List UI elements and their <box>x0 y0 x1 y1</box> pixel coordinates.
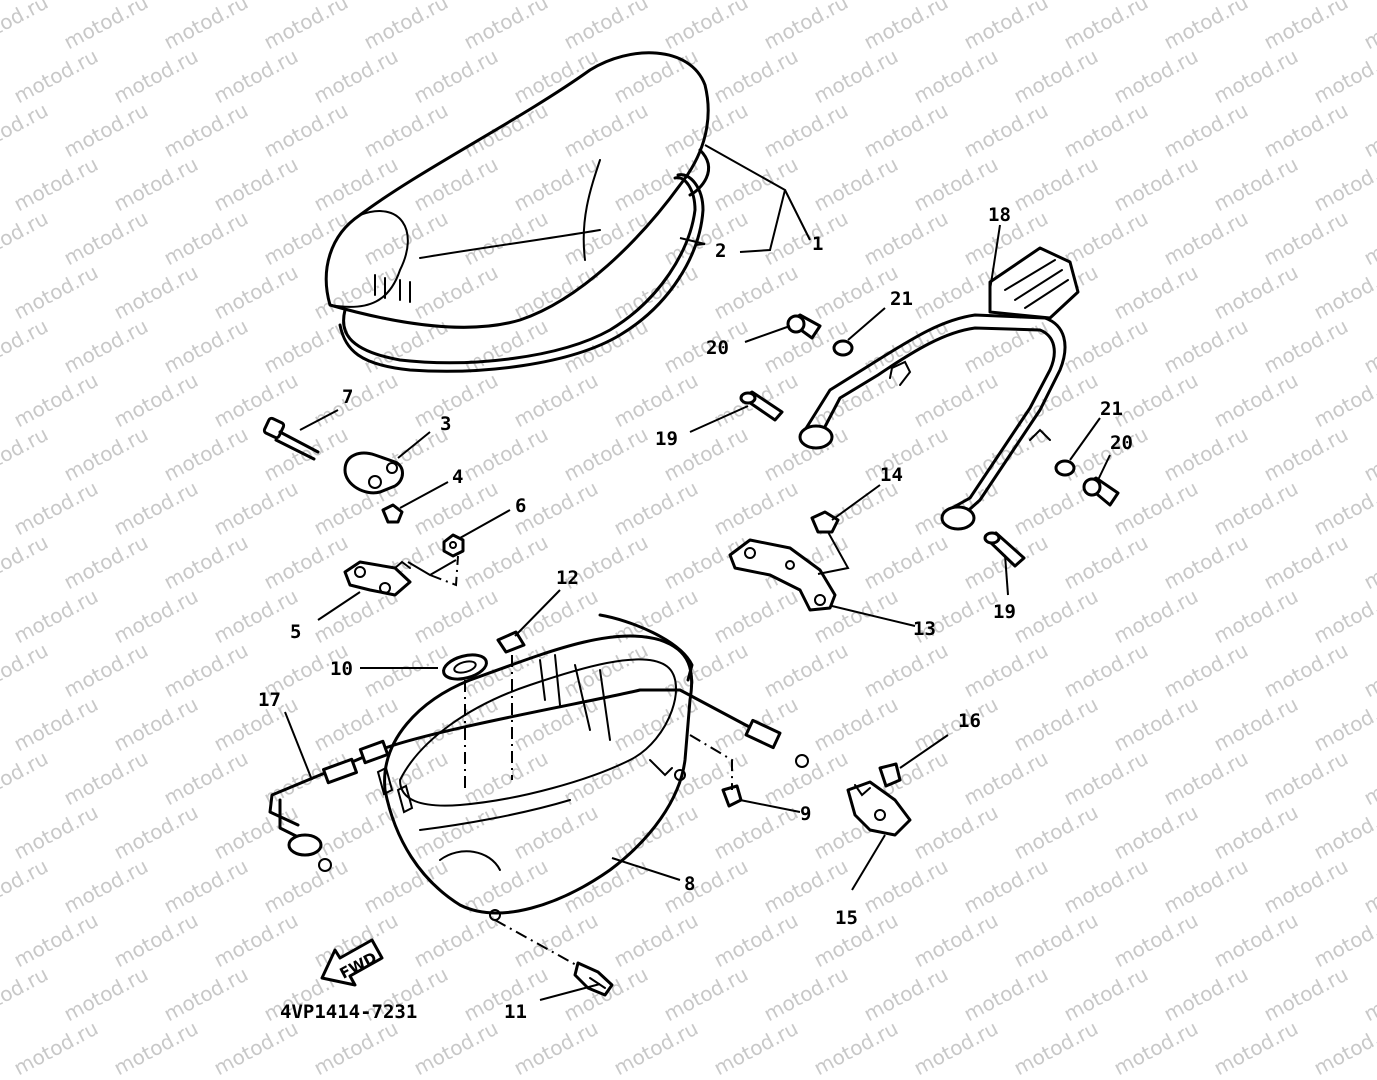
callout-19-lower: 19 <box>993 601 1016 623</box>
callout-8: 8 <box>684 873 695 895</box>
callout-20-upper: 20 <box>706 337 729 359</box>
fwd-arrow-icon: FWD <box>320 938 384 987</box>
washer-part-21-upper <box>832 339 854 357</box>
cable-part <box>268 688 809 872</box>
callout-13: 13 <box>913 618 936 640</box>
callout-11: 11 <box>504 1001 527 1023</box>
seat-part <box>324 51 711 329</box>
callout-15: 15 <box>835 907 858 929</box>
callout-labels: 1 2 3 4 5 6 7 8 9 10 11 12 13 14 15 16 1… <box>258 204 1133 1023</box>
callout-4: 4 <box>452 466 463 488</box>
storage-box-part <box>376 613 694 921</box>
bolt-part-11 <box>573 961 614 997</box>
nut-part-6 <box>442 533 465 558</box>
callout-21-lower: 21 <box>1100 398 1123 420</box>
callout-18: 18 <box>988 204 1011 226</box>
seat-band-part <box>338 173 705 373</box>
grab-rail-part <box>798 246 1080 531</box>
grommet-part <box>442 653 488 681</box>
label-sticker-part <box>496 630 526 654</box>
callout-3: 3 <box>440 413 451 435</box>
bolt-part-20-lower <box>1082 476 1120 507</box>
callout-6: 6 <box>515 495 526 517</box>
callout-16: 16 <box>958 710 981 732</box>
callout-10: 10 <box>330 658 353 680</box>
callout-7: 7 <box>342 386 353 408</box>
bolt-part-16 <box>878 762 902 788</box>
callout-21-upper: 21 <box>890 288 913 310</box>
nut-part-14 <box>810 510 840 534</box>
nut-part-4 <box>381 503 404 524</box>
mount-bracket-part <box>728 538 837 612</box>
callout-17: 17 <box>258 689 281 711</box>
callout-19-upper: 19 <box>655 428 678 450</box>
washer-part-21-lower <box>1054 459 1076 477</box>
callout-2: 2 <box>715 240 726 262</box>
callout-12: 12 <box>556 567 579 589</box>
callout-1: 1 <box>812 233 823 255</box>
exploded-parts-diagram: FWD 1 2 3 4 5 6 7 8 <box>258 51 1133 1023</box>
diagram-code: 4VP1414-7231 <box>280 1001 417 1023</box>
hinge-bracket-part <box>343 451 404 495</box>
bolt-part-19-upper <box>739 390 784 422</box>
catch-bracket-part <box>343 560 412 597</box>
callout-9: 9 <box>800 803 811 825</box>
leader-lines <box>284 144 1111 1001</box>
callout-5: 5 <box>290 621 301 643</box>
seat-lock-part <box>846 780 912 837</box>
callout-20-lower: 20 <box>1110 432 1133 454</box>
bolt-part-20-upper <box>786 313 822 340</box>
pin-bolt-part <box>262 416 320 461</box>
callout-14: 14 <box>880 464 903 486</box>
